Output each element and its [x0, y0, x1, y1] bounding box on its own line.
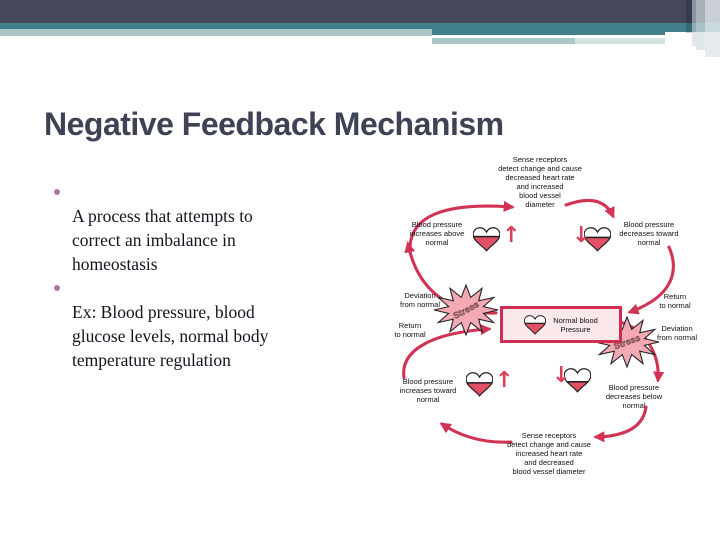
left-return-label: Return to normal: [394, 321, 426, 339]
arrow-topright-arc: [564, 198, 615, 219]
bullet-dot-icon: [54, 189, 60, 195]
starburst-shape: [433, 283, 499, 337]
center-box-label: Normal blood Pressure: [553, 315, 598, 334]
bullet-text: Ex: Blood pressure, blood glucose levels…: [72, 302, 269, 370]
header-bar-pale-right: [575, 38, 665, 44]
slide-title: Negative Feedback Mechanism: [44, 106, 504, 142]
arrow-topleft-arc: [408, 200, 515, 248]
lower-right-label: Blood pressure decreases below normal: [605, 383, 663, 410]
header-stripe-2: [696, 0, 705, 50]
heart-icon-high-pressure: [473, 227, 500, 252]
arrow-bottomright-arc: [593, 405, 648, 443]
header-stripe-1: [692, 0, 696, 46]
header-bar-sage-right: [432, 38, 575, 44]
heart-icon-low-pressure: [564, 368, 591, 393]
upper-left-label: Blood pressure increases above normal: [409, 220, 465, 247]
heart-icon-rising-pressure: [466, 372, 493, 397]
stress-starburst-left: Stress: [433, 283, 499, 337]
top-process-label: Sense receptors detect change and cause …: [498, 155, 582, 209]
upper-right-label: Blood pressure decreases toward normal: [619, 220, 679, 247]
bullet-list: A process that attempts to correct an im…: [50, 180, 340, 372]
bullet-dot-icon: [54, 285, 60, 291]
down-arrow-icon: ↓: [572, 223, 591, 248]
bullet-item: Ex: Blood pressure, blood glucose levels…: [50, 276, 340, 372]
arrow-bottomleft-arc: [439, 422, 513, 444]
right-deviation-label: Deviation from normal: [656, 324, 697, 342]
right-return-label: Return to normal: [659, 292, 691, 310]
lower-left-label: Blood pressure increases toward normal: [399, 377, 457, 404]
heart-icon-toward-normal: [584, 227, 611, 252]
header-bar-sage-left: [0, 29, 432, 36]
arrow-left-return-arc: [402, 323, 492, 380]
bottom-process-label: Sense receptors detect change and cause …: [507, 431, 591, 476]
heart-icon-normal: [524, 314, 547, 335]
down-arrow-icon: ↓: [552, 363, 571, 388]
bullet-item: A process that attempts to correct an im…: [50, 180, 340, 276]
feedback-loop-diagram: Stress Stress Sense receptors detect cha…: [380, 150, 720, 495]
arrow-right-return-arc: [627, 245, 675, 315]
up-arrow-icon: ↑: [495, 368, 514, 393]
header-bar-dark: [0, 0, 720, 23]
normal-blood-pressure-box: Normal blood Pressure: [500, 306, 622, 343]
header-bar-teal: [0, 23, 720, 32]
header-bar-teal-extension: [432, 23, 665, 35]
header-stripe-dark: [686, 0, 692, 33]
left-deviation-label: Deviation from normal: [399, 291, 440, 309]
up-arrow-icon: ↑: [502, 223, 521, 248]
bullet-text: A process that attempts to correct an im…: [72, 206, 253, 274]
header-stripe-3: [705, 0, 720, 57]
